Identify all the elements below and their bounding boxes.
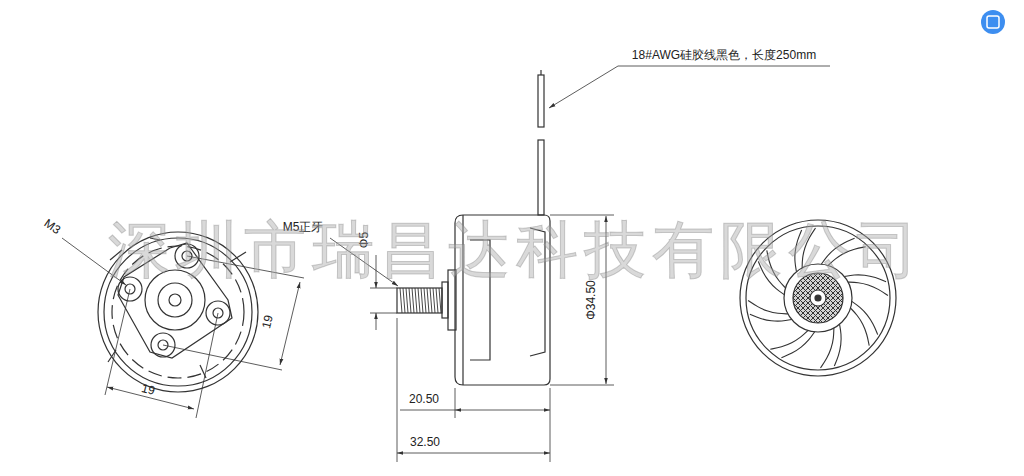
drawing-line [436, 288, 438, 313]
drawing-line [455, 410, 550, 411]
drawing-line [427, 288, 429, 313]
drawing-line [158, 283, 192, 317]
dimension-text: Φ34.50 [585, 280, 598, 320]
drawing-line [820, 328, 833, 368]
drawing-line [834, 324, 841, 366]
drawing-line [981, 10, 1005, 34]
drawing-line [850, 308, 869, 346]
drawing-line [412, 288, 414, 313]
drawing-line [418, 288, 420, 313]
dimension-text: 19 [140, 382, 156, 398]
drawing-line [987, 16, 999, 28]
watermark: 深圳市瑞昌达科技有限公司 [108, 216, 924, 284]
drawing-line [848, 282, 888, 295]
drawing-line [163, 345, 282, 370]
drawing-line [433, 288, 435, 313]
drawing-line [400, 410, 455, 411]
drawing-line [439, 288, 441, 313]
drawing-line [815, 295, 821, 301]
drawing-line [540, 70, 541, 75]
drawing-line [376, 313, 377, 330]
drawing-line [397, 453, 550, 454]
drawing-line [400, 288, 402, 313]
drawing-line [409, 288, 411, 313]
hub-center [810, 290, 826, 306]
drawing-line [770, 330, 808, 349]
thread [400, 288, 441, 313]
wire-note: 18#AWG硅胶线黑色，长度250mm [632, 49, 816, 62]
thread-note: M3 [41, 217, 62, 237]
drawing-line [370, 313, 397, 314]
drawing-line [370, 288, 397, 289]
dimension-text: 19 [260, 314, 276, 330]
drawing-line [750, 314, 792, 321]
drawing-line [421, 288, 423, 313]
drawing-line [455, 388, 456, 418]
drawing-line [538, 75, 544, 127]
drawing-line [618, 66, 830, 67]
drawing-line [538, 140, 544, 215]
drawing-line [169, 294, 181, 306]
drawing-line [415, 288, 417, 313]
drawing-line [403, 288, 405, 313]
drawing-line [550, 388, 551, 462]
dimension-text: 20.50 [409, 393, 439, 406]
drawing-line [397, 288, 442, 313]
drawing-line [424, 288, 426, 313]
drawing-line [442, 282, 448, 318]
drawing-line [549, 66, 618, 108]
drawing-line [406, 288, 408, 313]
drawing-line [748, 300, 788, 313]
drawing-line [196, 313, 218, 418]
drawing-line [280, 282, 300, 365]
drawing-line [430, 288, 432, 313]
drawing-line [550, 385, 614, 386]
dimension-text: 32.50 [410, 436, 440, 449]
drawing-line [397, 318, 398, 462]
corner-icon [981, 10, 1005, 34]
drawing-line [810, 290, 826, 306]
drawing-line [105, 289, 130, 395]
